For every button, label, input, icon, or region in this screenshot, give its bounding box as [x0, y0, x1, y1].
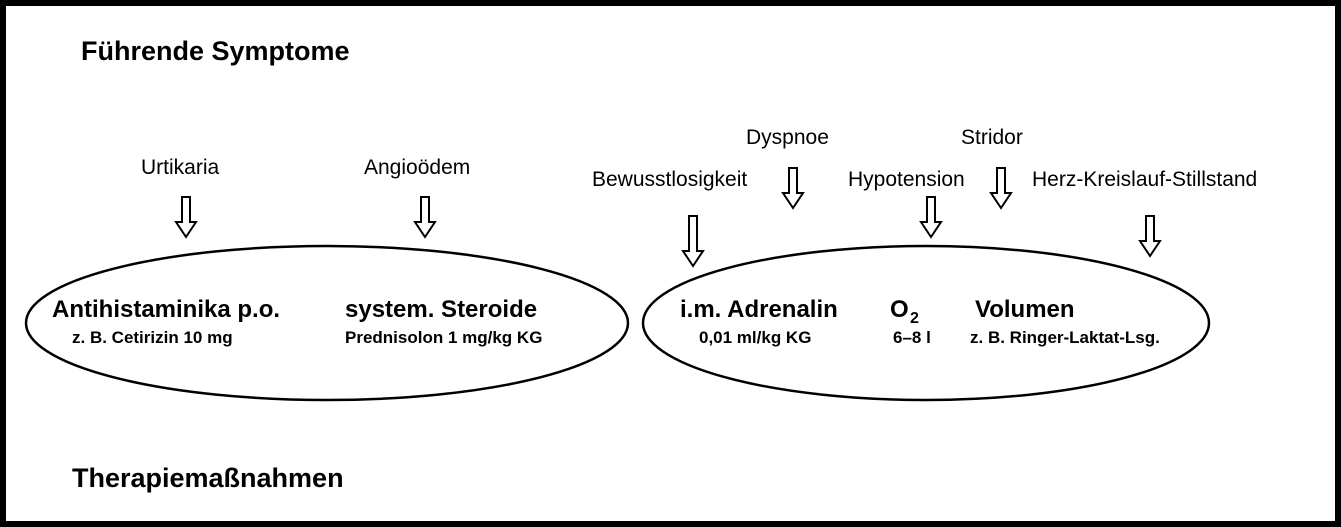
therapy-adrenalin-dose: 0,01 ml/kg KG: [699, 328, 812, 347]
arrow-herz-kreislauf-stillstand-icon: [1138, 215, 1162, 258]
oval-left: [24, 244, 630, 402]
arrow-dyspnoe-icon: [781, 167, 805, 210]
therapy-oxygen-name: O: [890, 296, 909, 323]
arrow-bewusstlosigkeit-icon: [681, 215, 705, 268]
therapy-steroide-dose: Prednisolon 1 mg/kg KG: [345, 328, 543, 347]
therapy-volumen-name: Volumen: [975, 296, 1075, 323]
therapy-volumen-dose: z. B. Ringer-Laktat-Lsg.: [970, 328, 1160, 347]
therapy-antihistaminika-dose: z. B. Cetirizin 10 mg: [72, 328, 233, 347]
therapy-steroide-name: system. Steroide: [345, 296, 538, 323]
symptom-stridor: Stridor: [961, 126, 1023, 149]
arrow-urtikaria-icon: [174, 196, 198, 239]
arrow-angiooedem-icon: [413, 196, 437, 239]
symptom-dyspnoe: Dyspnoe: [746, 126, 829, 149]
symptom-herz-kreislauf-stillstand: Herz-Kreislauf-Stillstand: [1032, 168, 1258, 191]
therapy-adrenalin-name: i.m. Adrenalin: [680, 296, 838, 323]
arrow-stridor-icon: [989, 167, 1013, 210]
oval-right: [641, 244, 1211, 402]
therapy-heading: Therapiemaßnahmen: [72, 463, 344, 493]
arrow-hypotension-icon: [919, 196, 943, 239]
symptom-hypotension: Hypotension: [848, 168, 965, 191]
therapy-oxygen-dose: 6–8 l: [893, 328, 931, 347]
symptom-bewusstlosigkeit: Bewusstlosigkeit: [592, 168, 748, 191]
symptoms-heading: Führende Symptome: [81, 36, 350, 66]
therapy-antihistaminika-name: Antihistaminika p.o.: [52, 296, 281, 323]
symptom-angiooedem: Angioödem: [364, 156, 471, 179]
therapy-oxygen-subscript: 2: [910, 310, 919, 327]
symptom-urtikaria: Urtikaria: [141, 156, 220, 179]
